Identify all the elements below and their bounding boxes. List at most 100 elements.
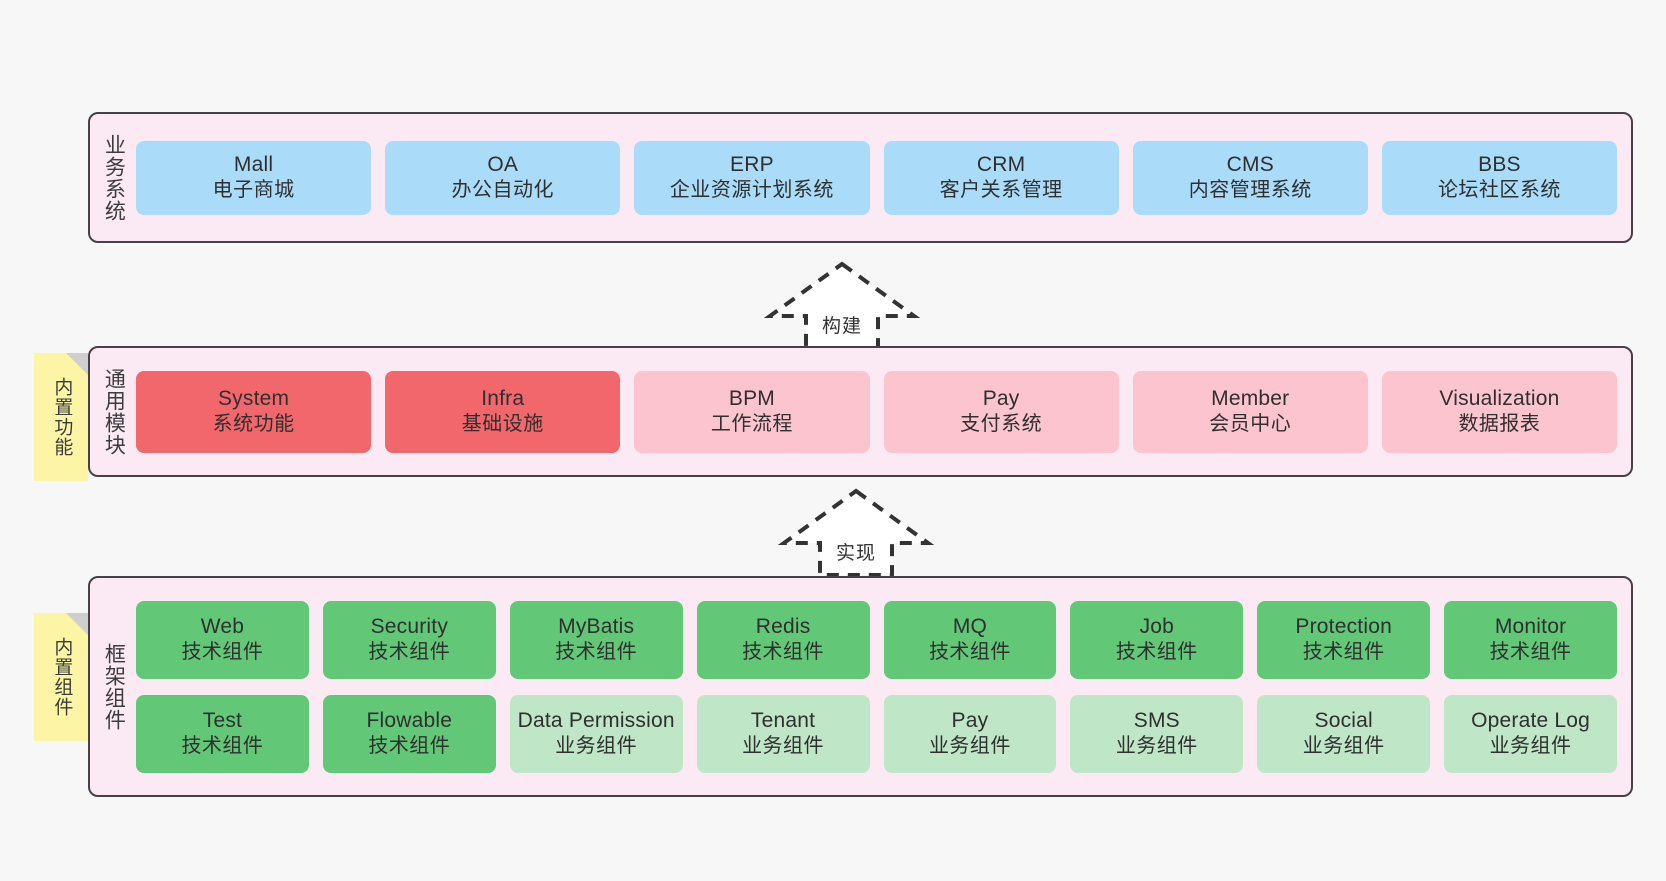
card-protection[interactable]: Protection 技术组件	[1257, 600, 1431, 679]
card-subtitle: 技术组件	[181, 641, 264, 664]
card-row: System 系统功能 Infra 基础设施 BPM 工作流程 Pay 支付系统…	[136, 370, 1618, 453]
card-subtitle: 技术组件	[928, 641, 1011, 664]
card-mq[interactable]: MQ 技术组件	[883, 600, 1057, 679]
card-subtitle: 技术组件	[181, 735, 264, 758]
card-pay-component[interactable]: Pay 业务组件	[883, 694, 1057, 773]
card-title: ERP	[730, 153, 774, 177]
card-subtitle: 技术组件	[1115, 641, 1198, 664]
card-subtitle: 基础设施	[461, 413, 544, 436]
card-subtitle: 业务组件	[555, 735, 638, 758]
connector-build-arrow: 构建	[762, 258, 922, 354]
card-subtitle: 技术组件	[368, 641, 451, 664]
card-title: Test	[202, 709, 243, 733]
card-subtitle: 数据报表	[1458, 413, 1541, 436]
card-social[interactable]: Social 业务组件	[1257, 694, 1431, 773]
card-subtitle: 业务组件	[1489, 735, 1572, 758]
card-bbs[interactable]: BBS 论坛社区系统	[1381, 140, 1618, 215]
card-pay[interactable]: Pay 支付系统	[883, 370, 1119, 453]
card-title: MyBatis	[558, 615, 635, 639]
card-title: Monitor	[1494, 615, 1567, 639]
card-title: Flowable	[366, 709, 453, 733]
card-mybatis[interactable]: MyBatis 技术组件	[509, 600, 683, 679]
section-title-framework: 框架组件	[102, 642, 126, 731]
card-monitor[interactable]: Monitor 技术组件	[1444, 600, 1617, 679]
note-builtin-components: 内置组件	[34, 613, 88, 741]
card-sms[interactable]: SMS 业务组件	[1070, 694, 1244, 773]
card-title: Mall	[233, 153, 274, 177]
section-panel-framework: 框架组件 Web 技术组件 Security 技术组件 MyBatis 技术组件…	[88, 576, 1633, 797]
section-panel-business: 业务系统 Mall 电子商城 OA 办公自动化 ERP 企业资源计划系统 CRM…	[88, 112, 1633, 243]
card-tenant[interactable]: Tenant 业务组件	[696, 694, 870, 773]
card-web[interactable]: Web 技术组件	[136, 600, 309, 679]
card-title: Security	[370, 615, 449, 639]
card-security[interactable]: Security 技术组件	[322, 600, 496, 679]
card-subtitle: 企业资源计划系统	[669, 179, 834, 202]
card-subtitle: 技术组件	[1489, 641, 1572, 664]
card-flowable[interactable]: Flowable 技术组件	[322, 694, 496, 773]
note-builtin-features: 内置功能	[34, 353, 88, 481]
card-row: Mall 电子商城 OA 办公自动化 ERP 企业资源计划系统 CRM 客户关系…	[136, 140, 1618, 215]
card-title: Visualization	[1439, 387, 1560, 411]
card-member[interactable]: Member 会员中心	[1132, 370, 1368, 453]
card-subtitle: 业务组件	[1115, 735, 1198, 758]
dashed-up-arrow-icon	[763, 261, 921, 350]
card-subtitle: 技术组件	[742, 641, 825, 664]
card-title: Social	[1314, 709, 1373, 733]
card-mall[interactable]: Mall 电子商城	[136, 140, 372, 215]
section-title-common: 通用模块	[102, 367, 126, 456]
section-body-common: System 系统功能 Infra 基础设施 BPM 工作流程 Pay 支付系统…	[136, 348, 1631, 475]
card-subtitle: 系统功能	[212, 413, 295, 436]
card-title: MQ	[952, 615, 988, 639]
card-title: SMS	[1133, 709, 1180, 733]
card-visualization[interactable]: Visualization 数据报表	[1381, 370, 1618, 453]
card-title: Pay	[982, 387, 1020, 411]
section-body-business: Mall 电子商城 OA 办公自动化 ERP 企业资源计划系统 CRM 客户关系…	[136, 114, 1631, 241]
card-test[interactable]: Test 技术组件	[136, 694, 309, 773]
card-title: Protection	[1295, 615, 1392, 639]
card-subtitle: 技术组件	[555, 641, 638, 664]
card-subtitle: 论坛社区系统	[1437, 179, 1561, 202]
card-system[interactable]: System 系统功能	[136, 370, 372, 453]
connector-implement-arrow: 实现	[776, 485, 936, 581]
card-subtitle: 会员中心	[1209, 413, 1292, 436]
card-data-permission[interactable]: Data Permission 业务组件	[509, 694, 683, 773]
card-title: Data Permission	[517, 709, 675, 733]
card-subtitle: 业务组件	[928, 735, 1011, 758]
card-subtitle: 技术组件	[1302, 641, 1385, 664]
card-title: BBS	[1478, 153, 1521, 177]
card-title: Redis	[755, 615, 811, 639]
card-title: BPM	[728, 387, 775, 411]
card-subtitle: 技术组件	[368, 735, 451, 758]
card-title: Operate Log	[1471, 709, 1591, 733]
card-title: Job	[1139, 615, 1175, 639]
card-title: CMS	[1226, 153, 1274, 177]
card-title: CRM	[976, 153, 1026, 177]
card-bpm[interactable]: BPM 工作流程	[634, 370, 870, 453]
card-crm[interactable]: CRM 客户关系管理	[883, 140, 1119, 215]
card-subtitle: 客户关系管理	[939, 179, 1063, 202]
card-title: Infra	[481, 387, 525, 411]
card-subtitle: 办公自动化	[451, 179, 554, 202]
dashed-up-arrow-icon	[777, 488, 935, 577]
card-subtitle: 业务组件	[742, 735, 825, 758]
card-operate-log[interactable]: Operate Log 业务组件	[1444, 694, 1617, 773]
card-oa[interactable]: OA 办公自动化	[385, 140, 621, 215]
section-body-framework: Web 技术组件 Security 技术组件 MyBatis 技术组件 Redi…	[136, 578, 1631, 795]
card-title: Member	[1211, 387, 1290, 411]
card-row: Test 技术组件 Flowable 技术组件 Data Permission …	[136, 694, 1617, 773]
card-row: Web 技术组件 Security 技术组件 MyBatis 技术组件 Redi…	[136, 600, 1617, 679]
card-subtitle: 工作流程	[710, 413, 793, 436]
card-title: System	[217, 387, 290, 411]
note-text: 内置功能	[51, 377, 73, 457]
card-job[interactable]: Job 技术组件	[1070, 600, 1244, 679]
card-subtitle: 支付系统	[960, 413, 1043, 436]
card-title: OA	[487, 153, 519, 177]
card-infra[interactable]: Infra 基础设施	[385, 370, 621, 453]
note-text: 内置组件	[51, 637, 73, 717]
card-redis[interactable]: Redis 技术组件	[696, 600, 870, 679]
card-cms[interactable]: CMS 内容管理系统	[1132, 140, 1368, 215]
card-subtitle: 内容管理系统	[1188, 179, 1312, 202]
card-subtitle: 业务组件	[1302, 735, 1385, 758]
card-erp[interactable]: ERP 企业资源计划系统	[634, 140, 870, 215]
